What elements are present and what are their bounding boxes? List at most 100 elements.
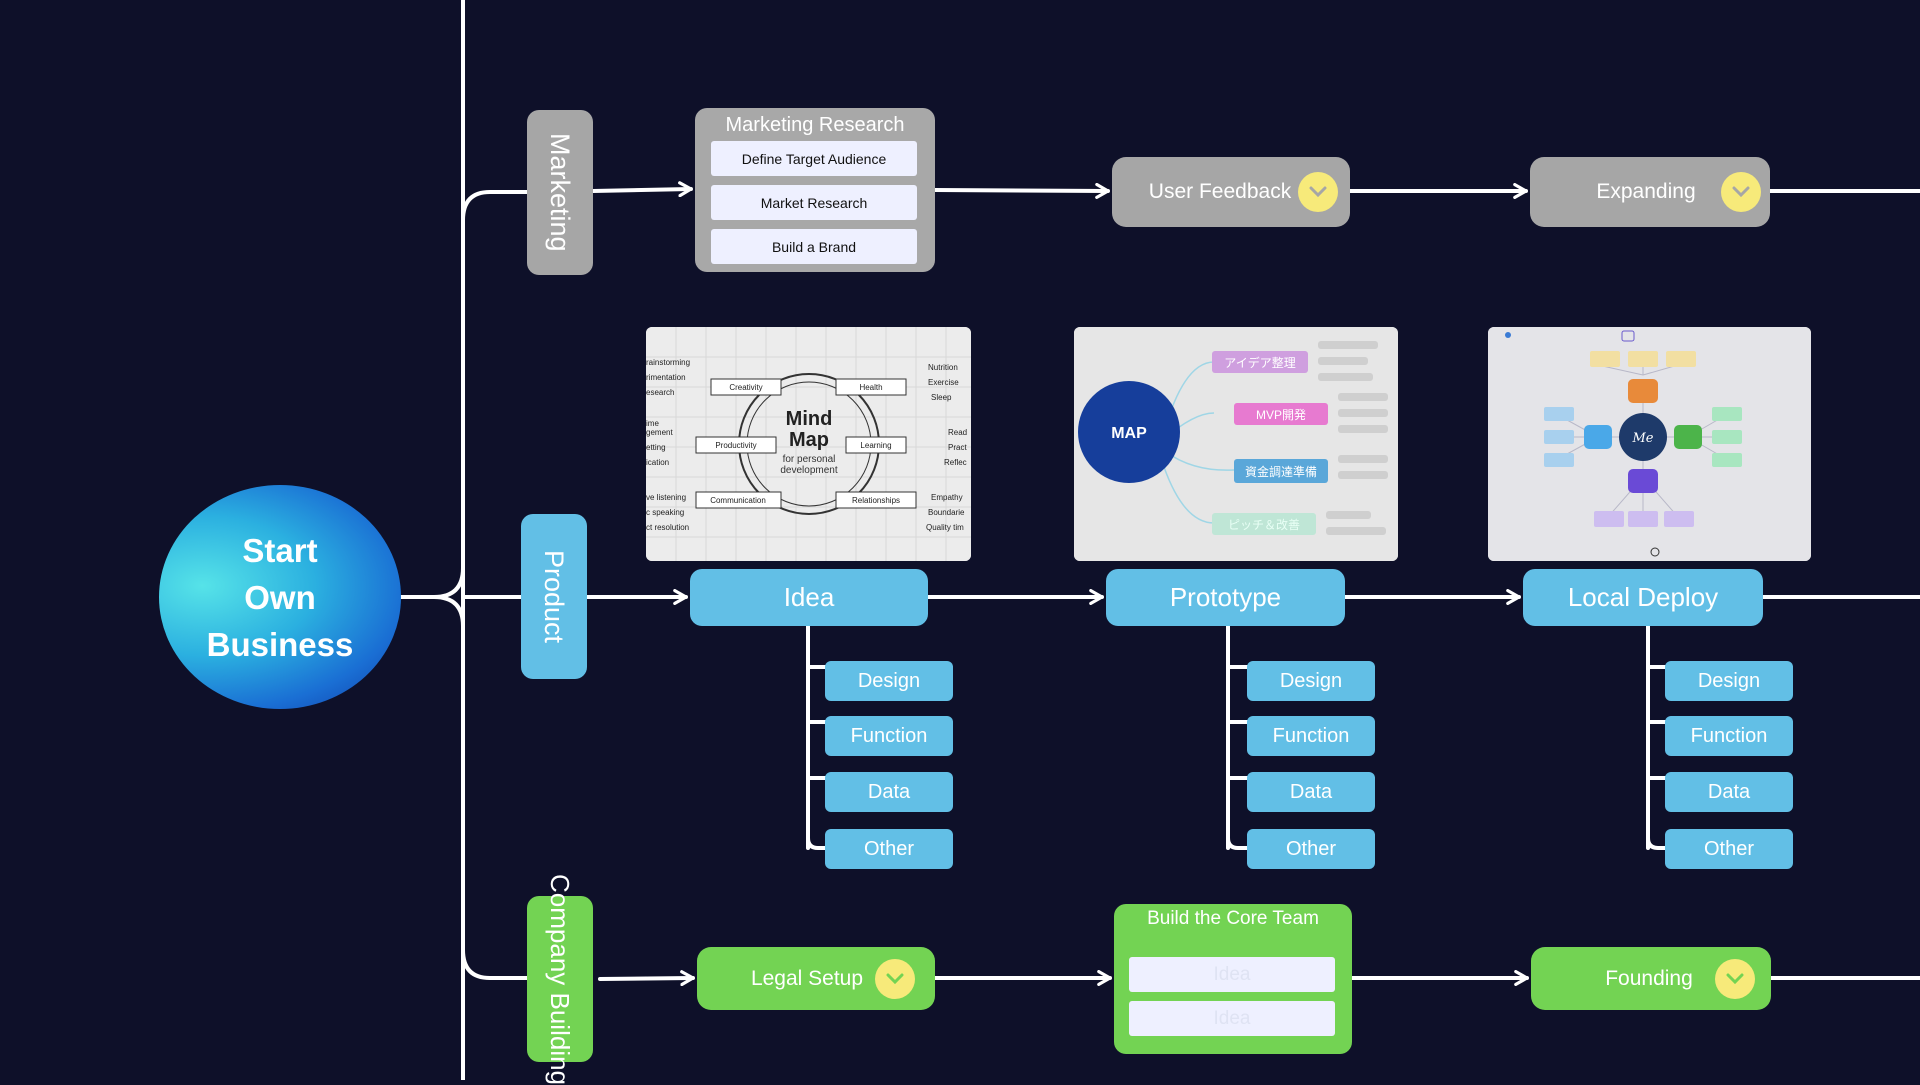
branch-company-label: Company Building [545, 873, 575, 1085]
arrow-company-legal [598, 970, 695, 987]
idea-sub-other[interactable]: Other [825, 829, 953, 869]
central-topic[interactable]: Start Own Business [159, 485, 401, 709]
idea-sub-function[interactable]: Function [825, 716, 953, 756]
map-node: MVP開発 [1256, 408, 1306, 422]
stage-local-deploy-node[interactable]: Local Deploy [1523, 569, 1763, 626]
mindmap-leaf: Exercise [928, 378, 959, 387]
user-feedback-node[interactable]: User Feedback [1112, 157, 1350, 227]
branch-company-node[interactable]: Company Building [527, 874, 593, 1085]
marketing-research-title: Marketing Research [725, 114, 905, 136]
marketing-research-node[interactable]: Marketing Research Define Target Audienc… [695, 108, 935, 272]
stage-idea-node[interactable]: Idea [690, 569, 928, 626]
mindmap-leaf: rainstorming [646, 358, 690, 367]
idea-sub-design[interactable]: Design [825, 661, 953, 701]
prototype-sub-data[interactable]: Data [1247, 772, 1375, 812]
map-node: アイデア整理 [1224, 355, 1295, 370]
deploy-sub-design[interactable]: Design [1665, 661, 1793, 701]
map-node: ピッチ＆改善 [1228, 517, 1300, 532]
map-center-label: MAP [1111, 425, 1147, 442]
prototype-sub-function[interactable]: Function [1247, 716, 1375, 756]
chevron-down-icon[interactable] [1715, 959, 1755, 999]
user-feedback-label: User Feedback [1148, 180, 1292, 203]
legal-setup-node[interactable]: Legal Setup [697, 947, 935, 1010]
mindmap-leaf: c speaking [646, 508, 684, 517]
branch-marketing-node[interactable]: Marketing [527, 110, 593, 275]
mindmap-node: Learning [860, 441, 891, 450]
prototype-sub-other[interactable]: Other [1247, 829, 1375, 869]
deploy-sub-other [1646, 836, 1667, 850]
mindmap-leaf: Read [948, 428, 967, 437]
mind-map-image: Mind Map for personal development Creati… [646, 327, 971, 561]
founding-label: Founding [1605, 966, 1693, 990]
mindmap-leaf: rimentation [646, 373, 686, 382]
mindmap-node: Relationships [852, 496, 900, 505]
idea-sub-other [806, 836, 828, 850]
central-topic-line-2: Own [244, 578, 316, 616]
mindmap-subtitle-2: development [780, 465, 837, 476]
chevron-down-icon[interactable] [1721, 172, 1761, 212]
marketing-research-item[interactable]: Build a Brand [711, 229, 917, 264]
mind-map-illustration: Mind Map for personal development Creati… [646, 327, 971, 561]
deploy-sub-data[interactable]: Data [1665, 772, 1793, 812]
arrow-research-feedback [933, 182, 1110, 199]
mindmap-leaf: ime [646, 419, 659, 428]
expanding-node[interactable]: Expanding [1530, 157, 1770, 227]
marketing-research-item[interactable]: Market Research [711, 185, 917, 220]
core-team-item[interactable]: Idea [1129, 957, 1335, 992]
chevron-down-icon[interactable] [1298, 172, 1338, 212]
mindmap-leaf: ct resolution [646, 523, 689, 532]
branch-company [461, 948, 529, 980]
me-map-illustration: Me [1488, 327, 1811, 561]
mindmap-leaf: Sleep [931, 393, 952, 402]
core-team-item[interactable]: Idea [1129, 1001, 1335, 1036]
center-connector [398, 566, 465, 599]
branch-product-label: Product [539, 549, 569, 644]
expanding-label: Expanding [1596, 180, 1696, 203]
founding-node[interactable]: Founding [1531, 947, 1771, 1010]
map-image: MAP アイデア整理 MVP開発 資金調達準備 ピッチ＆改善 [1074, 327, 1398, 561]
mindmap-leaf: etting [646, 443, 666, 452]
mindmap-leaf: Nutrition [928, 363, 958, 372]
mindmap-leaf: Reflec [944, 458, 967, 467]
stage-prototype-node[interactable]: Prototype [1106, 569, 1345, 626]
mindmap-subtitle-1: for personal [783, 454, 836, 465]
central-topic-line-1: Start [242, 531, 318, 569]
mindmap-leaf: Empathy [931, 493, 963, 502]
core-team-title: Build the Core Team [1147, 908, 1319, 929]
mindmap-node: Communication [710, 496, 766, 505]
branch-product-node[interactable]: Product [521, 514, 587, 679]
mindmap-leaf: ve listening [646, 493, 686, 502]
center-connector-lower [432, 595, 465, 628]
central-topic-line-3: Business [206, 625, 354, 663]
branch-marketing [461, 190, 529, 222]
mindmap-node: Productivity [715, 441, 756, 450]
stage-local-deploy-label: Local Deploy [1567, 582, 1719, 612]
arrow-marketing-research [591, 181, 693, 198]
mindmap-leaf: Boundarie [928, 508, 965, 517]
map-node: 資金調達準備 [1245, 464, 1317, 479]
deploy-sub-function[interactable]: Function [1665, 716, 1793, 756]
stage-idea-label: Idea [783, 582, 835, 612]
mindmap-leaf: Pract [948, 443, 967, 452]
mindmap-node: Health [859, 383, 882, 392]
legal-setup-label: Legal Setup [750, 966, 864, 990]
mindmap-title-2: Map [789, 429, 829, 451]
marketing-research-item[interactable]: Define Target Audience [711, 141, 917, 176]
deploy-sub-other[interactable]: Other [1665, 829, 1793, 869]
idea-sub-data[interactable]: Data [825, 772, 953, 812]
me-center-label: Me [1631, 431, 1653, 446]
mindmap-leaf: Quality tim [926, 523, 964, 532]
mindmap-leaf: gement [646, 428, 673, 437]
prototype-sub-design[interactable]: Design [1247, 661, 1375, 701]
core-team-node[interactable]: Build the Core Team Idea Idea [1114, 904, 1352, 1054]
chevron-down-icon[interactable] [875, 959, 915, 999]
branch-marketing-label: Marketing [545, 133, 575, 252]
mindmap-title-1: Mind [786, 408, 833, 430]
mindmap-leaf: ication [646, 458, 669, 467]
mindmap-node: Creativity [729, 383, 762, 392]
mindmap-leaf: esearch [646, 388, 674, 397]
map-illustration: MAP アイデア整理 MVP開発 資金調達準備 ピッチ＆改善 [1074, 327, 1398, 561]
proto-sub-other [1226, 836, 1250, 850]
